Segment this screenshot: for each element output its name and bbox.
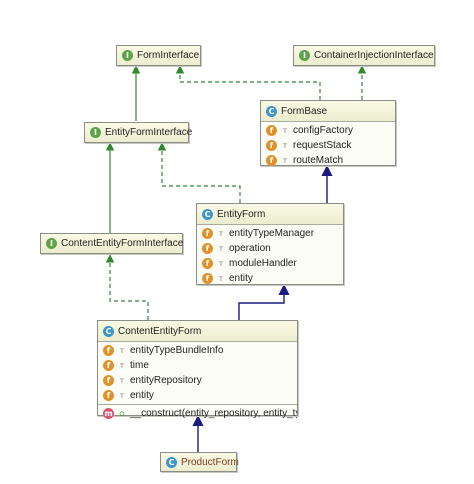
field-list: f ᴛ entityTypeManager f ᴛ operation f ᴛ …: [197, 225, 343, 287]
node-title: EntityForm: [217, 208, 266, 220]
interface-icon: I: [46, 238, 57, 249]
method-list: m ᴑ __construct(entity_repository, entit…: [98, 404, 297, 422]
field-name: time: [130, 360, 149, 371]
node-content-entity-form-interface[interactable]: I ContentEntityFormInterface: [40, 233, 183, 254]
field-row[interactable]: f ᴛ entityTypeManager: [197, 226, 343, 241]
node-title: ContentEntityFormInterface: [61, 238, 184, 249]
protected-visibility-icon: ᴛ: [218, 274, 224, 283]
node-title: ProductForm: [181, 456, 239, 468]
node-title: FormInterface: [137, 50, 200, 61]
field-name: requestStack: [293, 140, 352, 151]
node-form-base-header: C FormBase: [261, 101, 395, 122]
field-name: routeMatch: [293, 155, 344, 166]
field-list: f ᴛ configFactory f ᴛ requestStack f ᴛ r…: [261, 122, 395, 169]
node-form-base[interactable]: C FormBase f ᴛ configFactory f ᴛ request…: [260, 100, 396, 166]
node-title: FormBase: [281, 105, 328, 117]
field-icon: f: [103, 375, 114, 386]
field-row[interactable]: f ᴛ moduleHandler: [197, 256, 343, 271]
node-form-interface-header: I FormInterface: [117, 46, 200, 65]
field-row[interactable]: f ᴛ time: [98, 358, 297, 373]
field-icon: f: [202, 243, 213, 254]
protected-visibility-icon: ᴛ: [119, 376, 125, 385]
field-row[interactable]: f ᴛ entityTypeBundleInfo: [98, 343, 297, 358]
field-row[interactable]: f ᴛ requestStack: [261, 138, 395, 153]
node-title: ContentEntityForm: [118, 325, 202, 337]
field-icon: f: [202, 258, 213, 269]
field-name: entityTypeBundleInfo: [130, 345, 224, 356]
field-name: configFactory: [293, 125, 354, 136]
node-container-injection-interface[interactable]: I ContainerInjectionInterface: [293, 45, 435, 66]
field-list: f ᴛ entityTypeBundleInfo f ᴛ time f ᴛ en…: [98, 342, 297, 404]
field-name: entityRepository: [130, 375, 202, 386]
field-icon: f: [103, 360, 114, 371]
field-icon: f: [202, 228, 213, 239]
field-row[interactable]: f ᴛ entity: [98, 388, 297, 403]
node-content-entity-form-header: C ContentEntityForm: [98, 321, 297, 342]
field-icon: f: [266, 125, 277, 136]
field-row[interactable]: f ᴛ entityRepository: [98, 373, 297, 388]
field-row[interactable]: f ᴛ configFactory: [261, 123, 395, 138]
protected-visibility-icon: ᴛ: [119, 346, 125, 355]
edge-formbase-implements-forminterface: [175, 65, 321, 100]
class-icon: C: [103, 325, 114, 337]
field-name: entity: [130, 390, 154, 401]
field-icon: f: [266, 155, 277, 166]
node-entity-form-interface[interactable]: I EntityFormInterface: [84, 122, 192, 143]
method-name: __construct(entity_repository, entity_ty: [130, 408, 297, 419]
class-icon: C: [266, 105, 277, 117]
node-content-entity-form-interface-header: I ContentEntityFormInterface: [41, 234, 184, 253]
field-name: entity: [229, 273, 253, 284]
edge-entityform-implements-entityforminterface: [157, 142, 241, 203]
field-name: moduleHandler: [229, 258, 297, 269]
field-row[interactable]: f ᴛ operation: [197, 241, 343, 256]
node-title: ContainerInjectionInterface: [314, 50, 434, 61]
field-name: entityTypeManager: [229, 228, 315, 239]
interface-icon: I: [122, 50, 133, 61]
protected-visibility-icon: ᴛ: [282, 141, 288, 150]
field-icon: f: [103, 390, 114, 401]
interface-icon: I: [299, 50, 310, 61]
node-product-form[interactable]: C ProductForm: [160, 452, 239, 472]
node-entity-form-header: C EntityForm: [197, 204, 343, 225]
method-row[interactable]: m ᴑ __construct(entity_repository, entit…: [98, 406, 297, 421]
interface-icon: I: [90, 127, 101, 138]
node-title: EntityFormInterface: [105, 127, 193, 138]
field-icon: f: [266, 140, 277, 151]
protected-visibility-icon: ᴛ: [282, 126, 288, 135]
field-row[interactable]: f ᴛ entity: [197, 271, 343, 286]
protected-visibility-icon: ᴛ: [119, 391, 125, 400]
edge-contententityform-implements-contententityforminterface: [105, 254, 149, 320]
method-icon: m: [103, 408, 114, 419]
class-icon: C: [166, 456, 177, 468]
public-visibility-icon: ᴑ: [119, 409, 125, 418]
node-container-injection-interface-header: I ContainerInjectionInterface: [294, 46, 434, 65]
protected-visibility-icon: ᴛ: [119, 361, 125, 370]
edge-contententityform-extends-entityform: [238, 283, 290, 320]
node-product-form-header: C ProductForm: [161, 453, 239, 471]
field-icon: f: [202, 273, 213, 284]
protected-visibility-icon: ᴛ: [218, 229, 224, 238]
node-entity-form-interface-header: I EntityFormInterface: [85, 123, 192, 142]
protected-visibility-icon: ᴛ: [218, 259, 224, 268]
node-content-entity-form[interactable]: C ContentEntityForm f ᴛ entityTypeBundle…: [97, 320, 298, 419]
field-name: operation: [229, 243, 271, 254]
protected-visibility-icon: ᴛ: [282, 156, 288, 165]
protected-visibility-icon: ᴛ: [218, 244, 224, 253]
field-icon: f: [103, 345, 114, 356]
field-row[interactable]: f ᴛ routeMatch: [261, 153, 395, 168]
class-icon: C: [202, 208, 213, 220]
node-entity-form[interactable]: C EntityForm f ᴛ entityTypeManager f ᴛ o…: [196, 203, 344, 285]
node-form-interface[interactable]: I FormInterface: [116, 45, 201, 66]
